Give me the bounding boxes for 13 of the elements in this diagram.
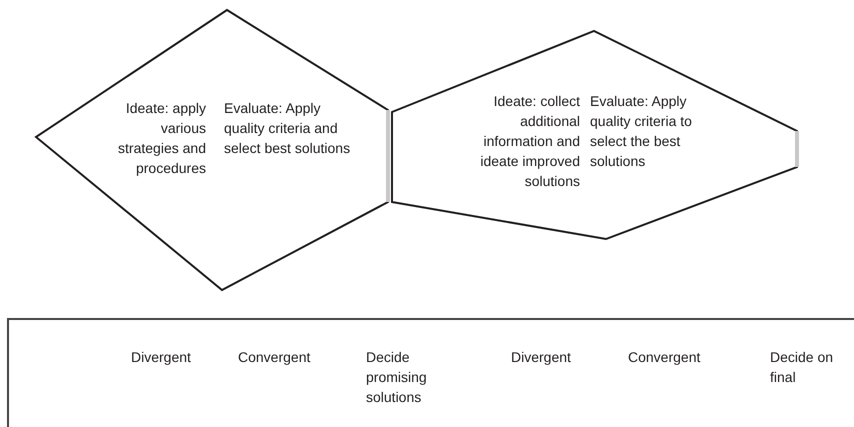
stage-label: Divergent — [511, 348, 572, 367]
ideate-text: Ideate: collect additional information and ideate improved solutions — [479, 92, 580, 191]
diamond-shape — [36, 10, 388, 290]
stage-label: Divergent — [131, 348, 192, 367]
diamond-shape — [392, 31, 797, 239]
stage-label: Convergent — [238, 348, 312, 367]
evaluate-text: Evaluate: Apply quality criteria and select best solutions — [224, 99, 352, 158]
stage-label: Decide on final — [770, 348, 834, 387]
evaluate-text: Evaluate: Apply quality criteria to select the best solutions — [590, 92, 693, 171]
stage-label: Decide promising solutions — [366, 348, 428, 407]
stage-label: Convergent — [628, 348, 702, 367]
stage-band — [7, 318, 854, 427]
ideate-text: Ideate: apply various strategies and procedures — [117, 99, 206, 178]
